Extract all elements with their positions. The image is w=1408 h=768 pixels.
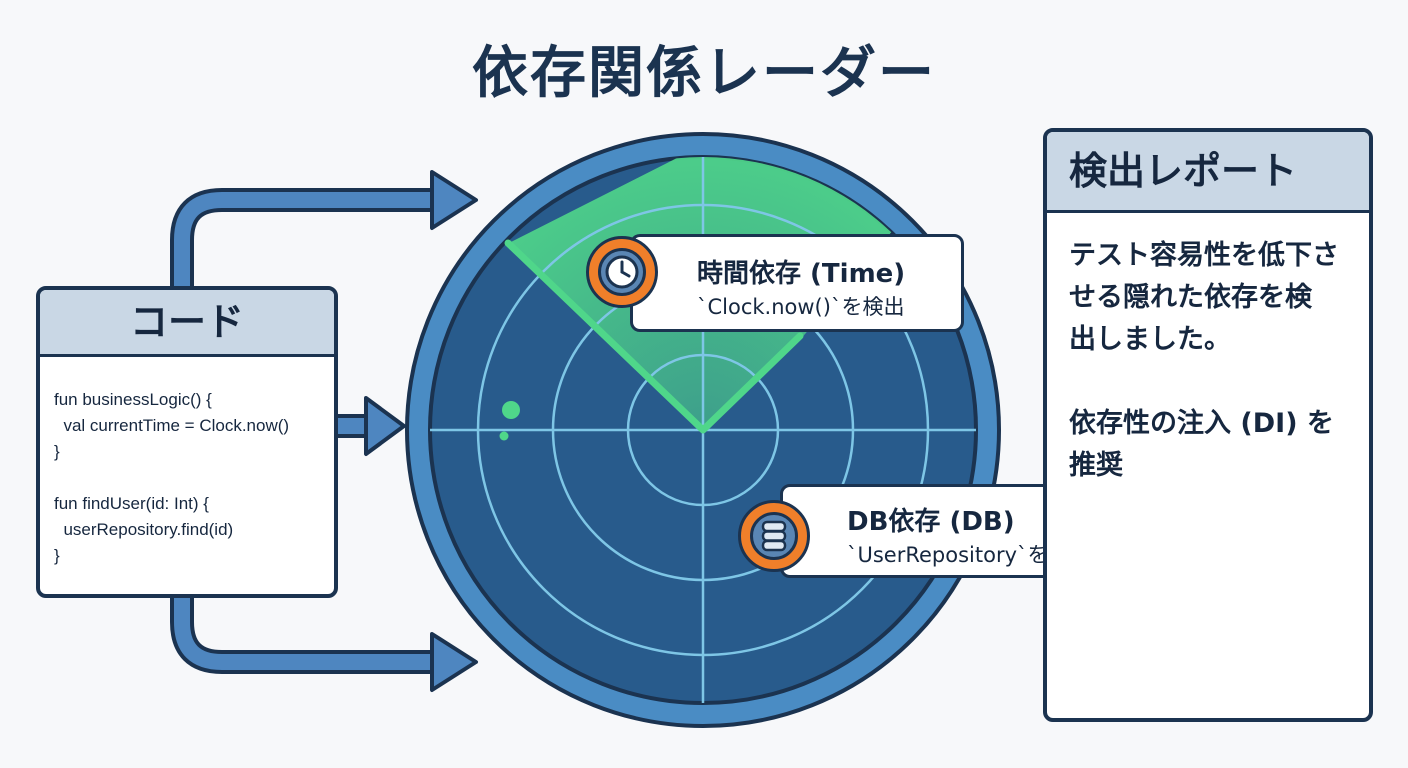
radar-blip-large [502, 401, 520, 419]
database-icon [750, 512, 798, 560]
arrow-top-connector [170, 188, 438, 292]
code-block: fun businessLogic() { val currentTime = … [40, 357, 334, 569]
page-title: 依存関係レーダー [472, 41, 936, 106]
arrowhead-bottom [430, 632, 478, 692]
report-panel: 検出レポート テスト容易性を低下さ せる隠れた依存を検 出しました。 依存性の注… [1043, 128, 1373, 722]
report-line: せる隠れた依存を検 [1069, 282, 1312, 313]
code-line: } [54, 442, 60, 461]
code-line: val currentTime = Clock.now() [54, 416, 290, 435]
report-paragraph-2: 依存性の注入 (DI) を 推奨 [1069, 403, 1351, 487]
detection-time-callout: 時間依存 (Time) `Clock.now()`を検出 [630, 234, 964, 332]
report-body: テスト容易性を低下さ せる隠れた依存を検 出しました。 依存性の注入 (DI) … [1047, 213, 1369, 487]
radar-sweep-edge [504, 239, 804, 434]
radar-blip-small [499, 431, 509, 441]
arrowheads [364, 170, 478, 692]
db-badge [738, 500, 810, 572]
code-line: userRepository.find(id) [54, 520, 234, 539]
arrowhead-top [430, 170, 478, 230]
arrow-bottom-connector [170, 598, 438, 674]
code-line-blank: ​ [54, 465, 320, 491]
code-panel: コード fun businessLogic() { val currentTim… [36, 286, 338, 598]
code-line: fun findUser(id: Int) { [54, 494, 209, 513]
detection-time-title: 時間依存 (Time) [697, 259, 906, 289]
clock-icon [598, 248, 646, 296]
code-line: } [54, 546, 60, 565]
code-panel-heading: コード [40, 290, 334, 357]
connector-arrows [170, 188, 438, 674]
report-line: 推奨 [1069, 450, 1123, 481]
report-line: 出しました。 [1069, 324, 1231, 355]
arrowhead-middle [364, 396, 406, 456]
detection-time-subtitle: `Clock.now()`を検出 [697, 295, 905, 319]
report-heading: 検出レポート [1047, 132, 1369, 213]
report-line: テスト容易性を低下さ [1069, 240, 1339, 271]
detection-db-title: DB依存 (DB) [847, 507, 1015, 537]
report-paragraph-1: テスト容易性を低下さ せる隠れた依存を検 出しました。 [1069, 235, 1351, 361]
code-line: fun businessLogic() { [54, 390, 212, 409]
time-badge [586, 236, 658, 308]
report-line: 依存性の注入 (DI) を [1069, 408, 1334, 439]
